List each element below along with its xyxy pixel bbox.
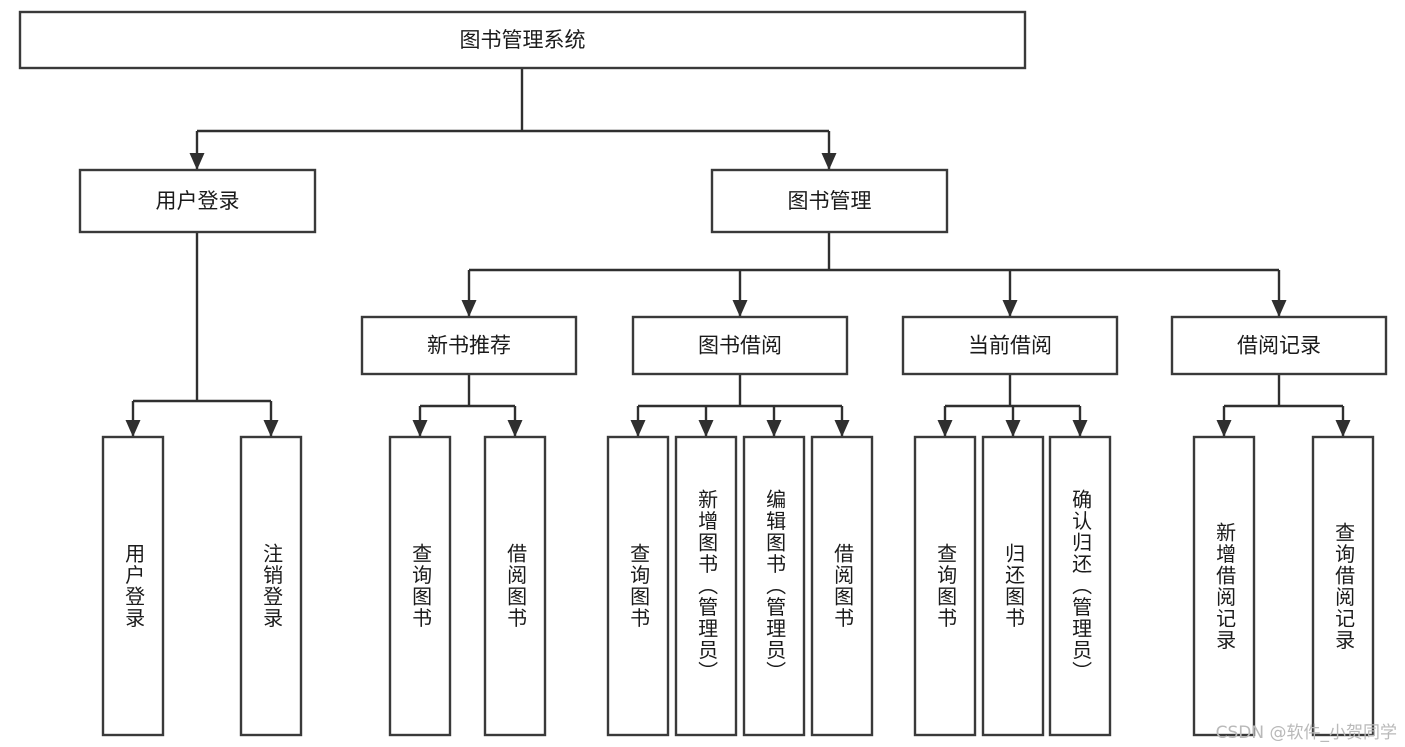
node-box-root[interactable] [18, 10, 1027, 70]
node-box-new-book-recommend[interactable] [360, 315, 578, 376]
arrow-head-icon [1335, 420, 1351, 437]
arrow-head-icon [412, 420, 428, 437]
node-box-leaf-query-book-borrow[interactable] [606, 435, 670, 737]
node-box-leaf-query-book-cur[interactable] [913, 435, 977, 737]
watermark-text: CSDN @软件_小贺同学 [1215, 723, 1397, 743]
arrow-head-icon [766, 420, 782, 437]
node-box-book-borrow[interactable] [631, 315, 849, 376]
connectors-layer [125, 68, 1351, 437]
node-label-root: 图书管理系统 [460, 28, 586, 52]
node-box-user-login[interactable] [78, 168, 317, 234]
node-box-borrow-record[interactable] [1170, 315, 1388, 376]
node-box-leaf-add-book-admin[interactable] [674, 435, 738, 737]
arrow-head-icon [1005, 420, 1021, 437]
node-box-leaf-user-login[interactable] [101, 435, 165, 737]
node-label-user-login: 用户登录 [156, 189, 240, 213]
arrow-head-icon [263, 420, 279, 437]
node-box-current-borrow[interactable] [901, 315, 1119, 376]
node-box-leaf-return-book[interactable] [981, 435, 1045, 737]
node-label-book-borrow: 图书借阅 [698, 334, 782, 358]
arrow-head-icon [1072, 420, 1088, 437]
node-label-new-book-recommend: 新书推荐 [427, 334, 511, 358]
node-box-leaf-add-borrow-record[interactable] [1192, 435, 1256, 737]
node-box-leaf-borrow-book-rec[interactable] [483, 435, 547, 737]
arrow-head-icon [937, 420, 953, 437]
arrow-head-icon [125, 420, 141, 437]
node-label-current-borrow: 当前借阅 [968, 334, 1052, 358]
node-box-leaf-confirm-return-admin[interactable] [1048, 435, 1112, 737]
node-box-book-management[interactable] [710, 168, 949, 234]
arrow-head-icon [1002, 300, 1018, 317]
arrow-head-icon [732, 300, 748, 317]
arrow-head-icon [698, 420, 714, 437]
node-box-leaf-edit-book-admin[interactable] [742, 435, 806, 737]
arrow-head-icon [821, 153, 837, 170]
arrow-head-icon [507, 420, 523, 437]
arrow-head-icon [461, 300, 477, 317]
boxes-layer [18, 10, 1388, 737]
arrow-head-icon [834, 420, 850, 437]
arrow-head-icon [1271, 300, 1287, 317]
node-label-book-management: 图书管理 [788, 189, 872, 213]
node-box-leaf-user-logout[interactable] [239, 435, 303, 737]
node-box-leaf-query-borrow-record[interactable] [1311, 435, 1375, 737]
node-box-leaf-query-book-rec[interactable] [388, 435, 452, 737]
arrow-head-icon [189, 153, 205, 170]
node-box-leaf-borrow-book[interactable] [810, 435, 874, 737]
node-label-borrow-record: 借阅记录 [1237, 334, 1321, 358]
arrow-head-icon [630, 420, 646, 437]
arrow-head-icon [1216, 420, 1232, 437]
